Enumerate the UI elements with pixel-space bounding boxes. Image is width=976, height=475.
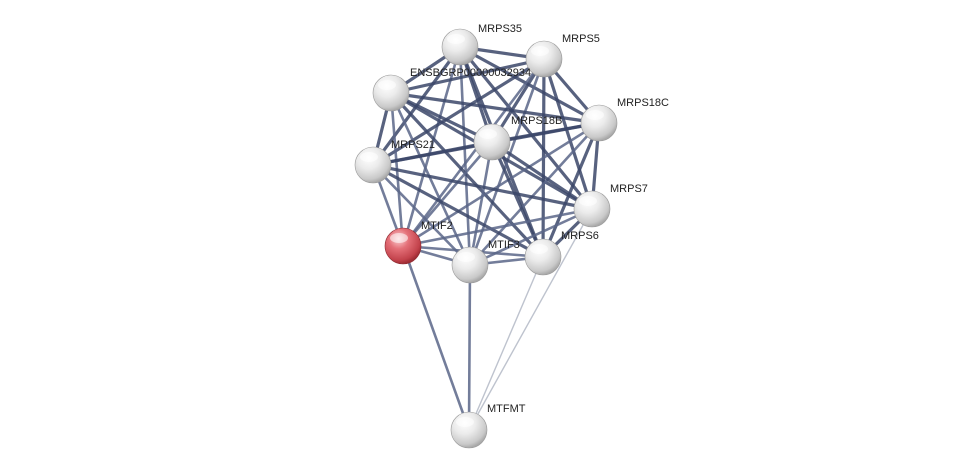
node-highlight bbox=[479, 129, 497, 139]
edge-mrps21-mrps7 bbox=[371, 163, 594, 211]
node-label: ENSBGRP00000032934 bbox=[410, 67, 531, 79]
node-ball[interactable] bbox=[525, 40, 563, 78]
node-label: MTIF3 bbox=[488, 239, 520, 251]
node-ball[interactable] bbox=[451, 246, 489, 284]
node-label: MRPS35 bbox=[478, 23, 522, 35]
node-mtfmt[interactable]: MTFMT bbox=[450, 403, 526, 449]
node-label: MTIF2 bbox=[421, 220, 453, 232]
node-highlight bbox=[456, 417, 474, 427]
edge-mrps5-ensbgrp00000032934 bbox=[389, 57, 546, 95]
edge-mrps18b-mtif2 bbox=[401, 140, 494, 248]
edge-mtif2-mtfmt bbox=[401, 244, 471, 432]
node-ball[interactable] bbox=[573, 190, 611, 228]
node-mrps21[interactable]: MRPS21 bbox=[354, 139, 435, 184]
edge-mrps21-mtif3 bbox=[371, 163, 472, 267]
edge-mtif3-mtfmt bbox=[467, 263, 472, 432]
edge-mrps7-mtif2 bbox=[401, 207, 594, 248]
edge-mrps7-mtfmt bbox=[468, 208, 593, 431]
node-mtif2[interactable]: MTIF2 bbox=[384, 220, 453, 265]
node-mtif3[interactable]: MTIF3 bbox=[451, 239, 520, 284]
node-highlight bbox=[531, 46, 549, 56]
node-mrps18c[interactable]: MRPS18C bbox=[580, 97, 669, 142]
node-ball[interactable] bbox=[473, 123, 511, 161]
node-mrps7[interactable]: MRPS7 bbox=[573, 183, 648, 228]
edge-mrps18b-mtif3 bbox=[468, 140, 494, 267]
node-highlight bbox=[586, 110, 604, 120]
edge-mrps5-mrps7 bbox=[542, 57, 594, 211]
node-highlight bbox=[390, 233, 408, 243]
node-ball[interactable] bbox=[372, 74, 410, 112]
edge-mrps35-mtif3 bbox=[458, 45, 472, 267]
node-label: MRPS5 bbox=[562, 33, 600, 45]
edge-mrps18b-mrps7 bbox=[490, 140, 594, 211]
node-label: MRPS6 bbox=[561, 230, 599, 242]
edge-mrps21-mrps6 bbox=[371, 163, 545, 259]
node-mrps5[interactable]: MRPS5 bbox=[525, 33, 600, 78]
node-ball[interactable] bbox=[354, 146, 392, 184]
node-label: MRPS18B bbox=[511, 115, 562, 127]
node-highlight bbox=[579, 196, 597, 206]
node-highlight bbox=[378, 80, 396, 90]
edge-ensbgrp00000032934-mrps6 bbox=[389, 91, 545, 259]
edge-mrps18b-mrps21 bbox=[371, 140, 494, 167]
node-ball[interactable] bbox=[384, 227, 422, 265]
edge-mrps5-mtif2 bbox=[401, 57, 546, 248]
node-ball[interactable] bbox=[524, 238, 562, 276]
node-label: MTFMT bbox=[487, 403, 526, 415]
node-highlight bbox=[447, 34, 465, 44]
node-label: MRPS7 bbox=[610, 183, 648, 195]
edge-mrps18c-mtif3 bbox=[468, 121, 601, 267]
edge-mrps18b-mrps6 bbox=[490, 140, 545, 259]
node-mrps18b[interactable]: MRPS18B bbox=[473, 115, 562, 161]
edge-mrps18c-mtif2 bbox=[401, 121, 601, 248]
edge-mrps5-mrps21 bbox=[371, 57, 546, 167]
node-mrps35[interactable]: MRPS35 bbox=[441, 23, 522, 66]
node-highlight bbox=[360, 152, 378, 162]
node-ball[interactable] bbox=[580, 104, 618, 142]
node-ball[interactable] bbox=[450, 411, 488, 449]
edge-mrps7-mtif3 bbox=[468, 207, 594, 267]
node-mrps6[interactable]: MRPS6 bbox=[524, 230, 599, 276]
node-ensbgrp00000032934[interactable]: ENSBGRP00000032934 bbox=[372, 67, 531, 112]
node-highlight bbox=[457, 252, 475, 262]
node-label: MRPS21 bbox=[391, 139, 435, 151]
node-highlight bbox=[530, 244, 548, 254]
node-label: MRPS18C bbox=[617, 97, 669, 109]
node-ball[interactable] bbox=[441, 28, 479, 66]
edge-ensbgrp00000032934-mrps18c bbox=[389, 91, 601, 125]
edge-mrps18c-mrps6 bbox=[541, 121, 601, 259]
edge-mrps6-mtfmt bbox=[468, 256, 544, 431]
